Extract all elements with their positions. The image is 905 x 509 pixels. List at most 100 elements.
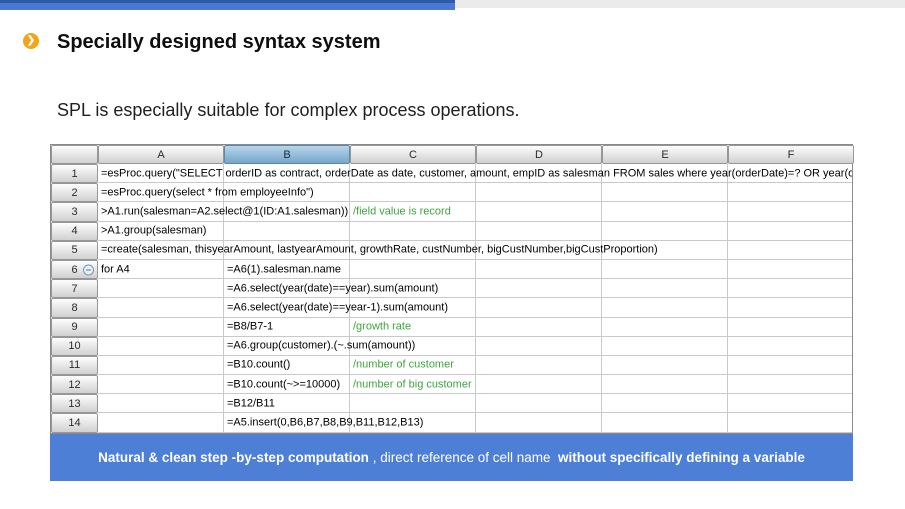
cell-D14[interactable] bbox=[476, 413, 602, 433]
cell-A11[interactable] bbox=[98, 355, 224, 376]
cell-B4[interactable] bbox=[224, 221, 350, 241]
cell-D1[interactable] bbox=[476, 164, 602, 184]
cell-A2[interactable] bbox=[98, 183, 224, 203]
cell-A4[interactable] bbox=[98, 221, 224, 241]
cell-D6[interactable] bbox=[476, 259, 602, 280]
row-header-13[interactable]: 13 bbox=[51, 394, 98, 414]
column-header-B[interactable]: B bbox=[224, 145, 350, 164]
row-header-14[interactable]: 14 bbox=[51, 413, 98, 433]
cell-F14[interactable] bbox=[728, 413, 852, 433]
cell-F5[interactable] bbox=[728, 241, 852, 260]
cell-B14[interactable] bbox=[224, 413, 350, 433]
cell-A9[interactable] bbox=[98, 317, 224, 337]
row-header-5[interactable]: 5 bbox=[51, 240, 98, 260]
cell-C3[interactable] bbox=[350, 202, 476, 222]
row-header-6[interactable]: 6 bbox=[51, 259, 98, 280]
cell-B1[interactable] bbox=[224, 164, 350, 184]
cell-C11[interactable] bbox=[350, 355, 476, 376]
cell-C4[interactable] bbox=[350, 221, 476, 241]
column-header-E[interactable]: E bbox=[602, 145, 728, 164]
row-header-1[interactable]: 1 bbox=[51, 164, 98, 184]
cell-C7[interactable] bbox=[350, 279, 476, 299]
cell-B10[interactable] bbox=[224, 336, 350, 356]
cell-A1[interactable] bbox=[98, 164, 224, 184]
cell-E4[interactable] bbox=[602, 221, 728, 241]
cell-B12[interactable] bbox=[224, 375, 350, 395]
column-header-C[interactable]: C bbox=[350, 145, 476, 164]
cell-E1[interactable] bbox=[602, 164, 728, 184]
cell-F9[interactable] bbox=[728, 318, 852, 337]
cell-B5[interactable] bbox=[224, 240, 350, 260]
select-all-corner[interactable] bbox=[51, 145, 98, 164]
cell-E8[interactable] bbox=[602, 298, 728, 318]
cell-D13[interactable] bbox=[476, 394, 602, 414]
collapse-minus-icon[interactable] bbox=[83, 264, 94, 276]
cell-C9[interactable] bbox=[350, 317, 476, 337]
cell-B6[interactable] bbox=[224, 259, 350, 280]
cell-B2[interactable] bbox=[224, 183, 350, 203]
cell-C12[interactable] bbox=[350, 375, 476, 395]
cell-D3[interactable] bbox=[476, 202, 602, 222]
cell-B7[interactable] bbox=[224, 279, 350, 299]
row-header-11[interactable]: 11 bbox=[51, 355, 98, 376]
cell-F10[interactable] bbox=[728, 337, 852, 356]
cell-A6[interactable] bbox=[98, 259, 224, 280]
cell-F8[interactable] bbox=[728, 298, 852, 318]
cell-D5[interactable] bbox=[476, 240, 602, 260]
cell-D10[interactable] bbox=[476, 336, 602, 356]
column-header-A[interactable]: A bbox=[98, 145, 224, 164]
cell-F13[interactable] bbox=[728, 394, 852, 414]
cell-F1[interactable] bbox=[728, 164, 852, 184]
cell-A12[interactable] bbox=[98, 375, 224, 395]
row-header-3[interactable]: 3 bbox=[51, 202, 98, 222]
column-header-F[interactable]: F bbox=[728, 145, 854, 164]
cell-B8[interactable] bbox=[224, 298, 350, 318]
row-header-2[interactable]: 2 bbox=[51, 183, 98, 203]
cell-F6[interactable] bbox=[728, 260, 852, 280]
cell-E10[interactable] bbox=[602, 336, 728, 356]
row-header-10[interactable]: 10 bbox=[51, 336, 98, 356]
cell-C14[interactable] bbox=[350, 413, 476, 433]
cell-A3[interactable] bbox=[98, 202, 224, 222]
column-header-D[interactable]: D bbox=[476, 145, 602, 164]
cell-F4[interactable] bbox=[728, 222, 852, 241]
cell-D11[interactable] bbox=[476, 355, 602, 376]
cell-B9[interactable] bbox=[224, 317, 350, 337]
cell-C6[interactable] bbox=[350, 259, 476, 280]
cell-E13[interactable] bbox=[602, 394, 728, 414]
cell-A5[interactable] bbox=[98, 240, 224, 260]
cell-D9[interactable] bbox=[476, 317, 602, 337]
cell-C8[interactable] bbox=[350, 298, 476, 318]
cell-B11[interactable] bbox=[224, 355, 350, 376]
row-header-4[interactable]: 4 bbox=[51, 221, 98, 241]
cell-A14[interactable] bbox=[98, 413, 224, 433]
cell-E2[interactable] bbox=[602, 183, 728, 203]
cell-C1[interactable] bbox=[350, 164, 476, 184]
row-header-9[interactable]: 9 bbox=[51, 317, 98, 337]
cell-F7[interactable] bbox=[728, 279, 852, 299]
cell-D12[interactable] bbox=[476, 375, 602, 395]
cell-E14[interactable] bbox=[602, 413, 728, 433]
cell-B13[interactable] bbox=[224, 394, 350, 414]
cell-C2[interactable] bbox=[350, 183, 476, 203]
cell-E11[interactable] bbox=[602, 355, 728, 376]
cell-C5[interactable] bbox=[350, 240, 476, 260]
cell-E9[interactable] bbox=[602, 317, 728, 337]
row-header-8[interactable]: 8 bbox=[51, 298, 98, 318]
cell-A7[interactable] bbox=[98, 279, 224, 299]
cell-A8[interactable] bbox=[98, 298, 224, 318]
cell-D4[interactable] bbox=[476, 221, 602, 241]
cell-E12[interactable] bbox=[602, 375, 728, 395]
cell-B3[interactable] bbox=[224, 202, 350, 222]
cell-D8[interactable] bbox=[476, 298, 602, 318]
cell-A13[interactable] bbox=[98, 394, 224, 414]
cell-E5[interactable] bbox=[602, 240, 728, 260]
cell-E7[interactable] bbox=[602, 279, 728, 299]
cell-E6[interactable] bbox=[602, 259, 728, 280]
cell-F3[interactable] bbox=[728, 202, 852, 222]
cell-E3[interactable] bbox=[602, 202, 728, 222]
cell-D2[interactable] bbox=[476, 183, 602, 203]
cell-F12[interactable] bbox=[728, 375, 852, 395]
row-header-7[interactable]: 7 bbox=[51, 279, 98, 299]
cell-F11[interactable] bbox=[728, 356, 852, 376]
